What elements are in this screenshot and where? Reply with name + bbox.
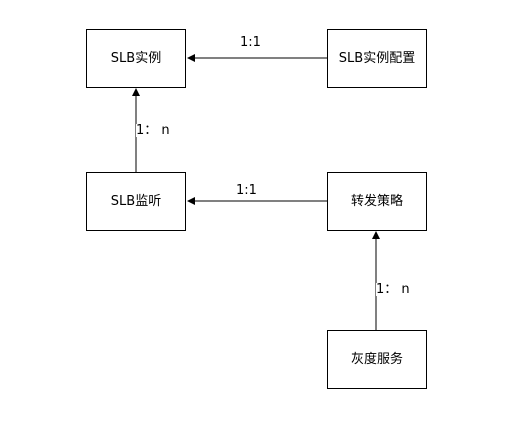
- node-gray-service-label: 灰度服务: [350, 352, 403, 367]
- edge-label-listener-to-instance: 1： n: [136, 123, 170, 138]
- edge-label-gray-to-policy: 1： n: [376, 282, 410, 297]
- node-forwarding-policy-label: 转发策略: [350, 194, 403, 209]
- node-slb-instance-label: SLB实例: [110, 51, 162, 66]
- node-slb-instance-config[interactable]: SLB实例配置: [327, 29, 427, 88]
- node-slb-instance-config-label: SLB实例配置: [338, 51, 416, 66]
- node-gray-service[interactable]: 灰度服务: [327, 330, 427, 389]
- node-slb-listener[interactable]: SLB监听: [86, 172, 186, 231]
- node-slb-listener-label: SLB监听: [110, 194, 162, 209]
- edge-label-policy-to-listener: 1:1: [236, 183, 257, 198]
- edge-label-config-to-instance: 1:1: [240, 35, 261, 50]
- node-forwarding-policy[interactable]: 转发策略: [327, 172, 427, 231]
- node-slb-instance[interactable]: SLB实例: [86, 29, 186, 88]
